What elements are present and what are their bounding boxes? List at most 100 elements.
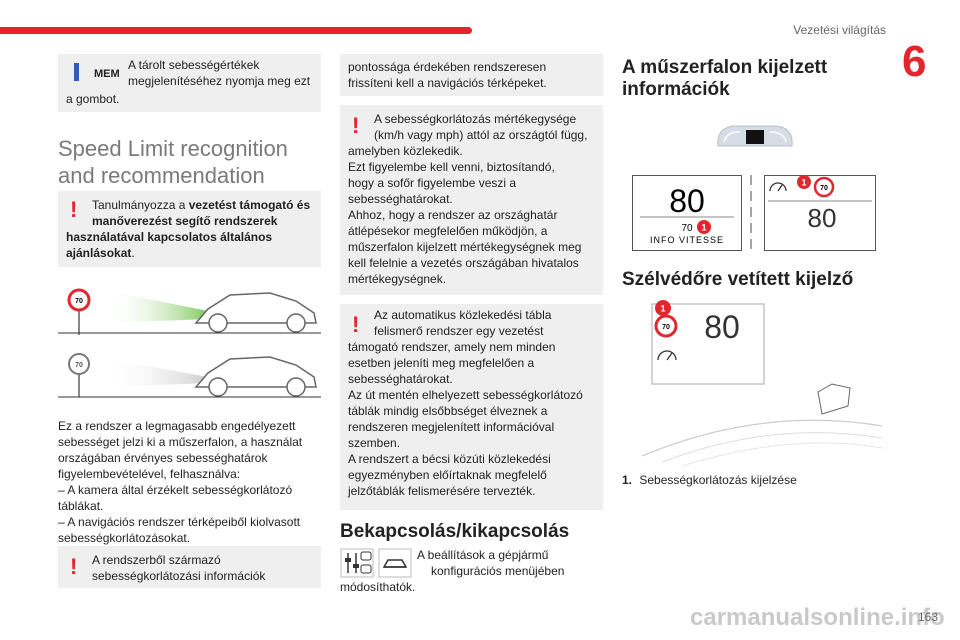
hud-projector: [817, 383, 851, 415]
onoff-line3: módosíthatók.: [340, 580, 416, 594]
warn1-bold4: ajánlásokat: [66, 246, 132, 260]
warning-icon: !: [352, 312, 360, 337]
cluster-limit-small: 70: [681, 223, 693, 234]
box3-line: egyezményben előírtaknak megfelelő: [348, 468, 547, 482]
body-line: sebességkorlátozásokat.: [58, 531, 191, 545]
box3-line: támogató rendszer, amely nem minden: [348, 340, 556, 354]
section-title: Speed Limit recognition and recommendati…: [58, 135, 288, 189]
legend-item: 1. Sebességkorlátozás kijelzése: [622, 472, 797, 488]
body-line: figyelembevételével, felhasználva:: [58, 467, 241, 481]
mem-button-icon: MEM: [94, 68, 120, 80]
body-line: – A kamera által érzékelt sebességkorlát…: [58, 483, 293, 497]
box1-line2: frissíteni kell a navigációs térképeket.: [348, 76, 547, 90]
callout-badge: [797, 175, 811, 189]
scene-navigation: 70: [58, 353, 321, 398]
page-number: 163: [917, 610, 938, 624]
warn1-bold1: vezetést támogató és: [188, 198, 311, 212]
warning-box-units: ! A sebességkorlátozás mértékegysége (km…: [340, 105, 603, 295]
warning-box-system: ! Az automatikus közlekedési tábla felis…: [340, 304, 603, 510]
callout-number: 1: [701, 223, 706, 233]
cluster-info-label: INFO VITESSE: [650, 235, 724, 245]
speed-sign-icon: [67, 288, 91, 312]
illustration-camera-detection: 70 70: [58, 288, 321, 398]
cluster-title: A műszerfalon kijelzett információk: [622, 57, 827, 101]
instrument-cluster-icon: [717, 125, 793, 147]
box2-line: kell felelnie a vezetés országában hivat…: [348, 256, 579, 270]
warn1-line2: manőverezést segítő rendszerek: [92, 214, 278, 228]
box2-line: amelyben közlekedik.: [348, 144, 463, 158]
car-icon: [194, 292, 317, 333]
settings-sliders-icon: [340, 548, 374, 578]
speedometer-icon: [657, 350, 677, 361]
watermark: carmanualsonline.info: [690, 604, 945, 631]
cluster-display-right: 1 70 80: [764, 175, 876, 251]
section-title-line1: Speed Limit recognition: [58, 136, 288, 161]
box3-line: Az automatikus közlekedési tábla: [374, 308, 552, 322]
cluster-right-value: 80: [808, 203, 837, 233]
box3-line: Az út mentén elhelyezett sebességkorláto…: [348, 388, 583, 402]
legend-text: Sebességkorlátozás kijelzése: [639, 473, 797, 487]
illus-sign1-text: 70: [75, 298, 83, 305]
speedometer-icon: [769, 182, 787, 192]
hud-speed-value: 80: [704, 309, 740, 345]
note-box-navigation: pontossága érdekében rendszeresen frissí…: [340, 54, 603, 96]
callout-number: 1: [801, 178, 806, 188]
chapter-number: 6: [902, 37, 927, 86]
box3-line: szemben.: [348, 436, 401, 450]
box2-line: Ahhoz, hogy a rendszer az országhatár: [348, 208, 558, 222]
onoff-line2: konfigurációs menüjében: [431, 564, 565, 578]
callout-badge: [697, 220, 711, 234]
cluster-title-line1: A műszerfalon kijelzett: [622, 57, 828, 78]
box3-line: A rendszert a bécsi közúti közlekedési: [348, 452, 551, 466]
cluster-divider: [750, 175, 752, 251]
box2-line: (km/h vagy mph) attól az országtól függ,: [374, 128, 588, 142]
body-line: Ez a rendszer a legmagasabb engedélyezet…: [58, 419, 296, 433]
box2-line: mértékegységnek.: [348, 272, 447, 286]
box3-line: esetben jeleníti meg megfelelően a: [348, 356, 535, 370]
mem-note-line1: A tárolt sebességértékek: [128, 58, 260, 72]
cluster-display-left: 80 70 INFO VITESSE 1: [632, 175, 742, 251]
header-red-bar: [0, 27, 472, 34]
warning-box-accuracy: ! A rendszerből származó sebességkorláto…: [58, 546, 321, 588]
hud-sign-text: 70: [662, 324, 670, 331]
box2-line: átlépésekor megfelelően működjön, a: [348, 224, 548, 238]
body-line: – A navigációs rendszer térképeiből kiol…: [58, 515, 301, 529]
warning-icon: !: [70, 197, 78, 222]
box3-line: jelzőtáblák felismerésére tervezték.: [348, 484, 536, 498]
box3-line: sebességhatárokat.: [348, 372, 453, 386]
scene-camera: 70: [58, 288, 321, 335]
warn1-end: .: [131, 246, 135, 260]
cluster-title-line2: információk: [622, 79, 730, 100]
mem-note-line2: megjelenítéséhez nyomja meg ezt: [128, 74, 311, 88]
onoff-title: Bekapcsolás/kikapcsolás: [340, 521, 570, 542]
section-title-line2: and recommendation: [58, 163, 265, 188]
illus-sign2-text: 70: [75, 362, 83, 369]
info-icon: [74, 63, 79, 81]
vehicle-config-icon: [378, 548, 412, 578]
callout-number: 1: [660, 304, 665, 314]
warning-icon: !: [70, 554, 78, 579]
onoff-line1: A beállítások a gépjármű: [417, 548, 549, 562]
callout-badge: [655, 300, 671, 316]
hud-title: Szélvédőre vetített kijelző: [622, 269, 854, 290]
cluster-right-sign: 70: [820, 185, 828, 192]
body-line: táblákat.: [58, 499, 104, 513]
speed-sign-icon-2: [68, 353, 90, 375]
hud-illustration: 1 70 80: [642, 300, 882, 466]
speed-sign-icon: [654, 314, 678, 338]
body-line: sebességet jelzi ki a műszerfalon, a has…: [58, 435, 303, 449]
warn1-line3: használatával kapcsolatos általános: [66, 230, 273, 244]
box2-line: műszerfalon kijelzett mértékegységnek me…: [348, 240, 582, 254]
body-line: országában érvényes sebességhatárok: [58, 451, 268, 465]
car-icon-2: [194, 356, 317, 397]
box2-line: A sebességkorlátozás mértékegysége: [374, 112, 577, 126]
box2-line: Ezt figyelembe kell venni, biztosítandó,: [348, 160, 555, 174]
box3-line: táblák mindig elsőbbséget élveznek a: [348, 404, 548, 418]
box3-line: rendszeren megjelenített információval: [348, 420, 555, 434]
mem-note-line3: a gombot.: [66, 92, 120, 106]
header-section-title: Vezetési világítás: [793, 23, 886, 37]
box1-line1: pontossága érdekében rendszeresen: [348, 60, 547, 74]
warning-box-adas: ! Tanulmányozza a vezetést támogató és m…: [58, 191, 321, 267]
warn2-line1: A rendszerből származó: [92, 553, 221, 567]
speed-sign-icon: [813, 176, 835, 198]
